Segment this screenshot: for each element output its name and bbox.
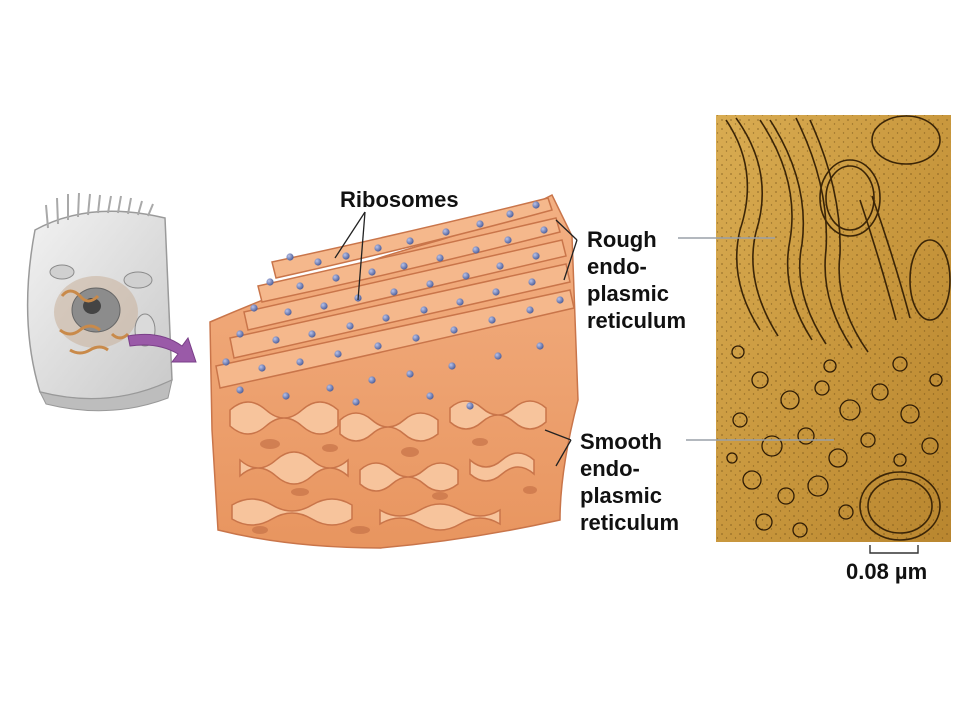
scale-bar-label: 0.08 µm: [846, 559, 928, 584]
electron-micrograph: [678, 115, 951, 542]
rough-er-line-2: endo-: [587, 254, 647, 279]
smooth-er-label: Smooth endo- plasmic reticulum: [580, 428, 679, 536]
scale-bar: [869, 545, 919, 554]
rough-er-line-4: reticulum: [587, 308, 687, 333]
smooth-er-line-1: Smooth: [580, 429, 662, 454]
smooth-er-line-3: plasmic: [580, 483, 662, 508]
cell-illustration: [26, 192, 173, 412]
rough-er-label: Rough endo- plasmic reticulum: [587, 226, 686, 334]
rough-er-line-1: Rough: [587, 227, 657, 252]
smooth-er-line-2: endo-: [580, 456, 640, 481]
ribosomes-label: Ribosomes: [340, 187, 459, 212]
smooth-er-line-4: reticulum: [580, 510, 680, 535]
rough-er-line-3: plasmic: [587, 281, 669, 306]
er-illustration: [209, 193, 579, 549]
zoom-arrow: [127, 333, 197, 363]
